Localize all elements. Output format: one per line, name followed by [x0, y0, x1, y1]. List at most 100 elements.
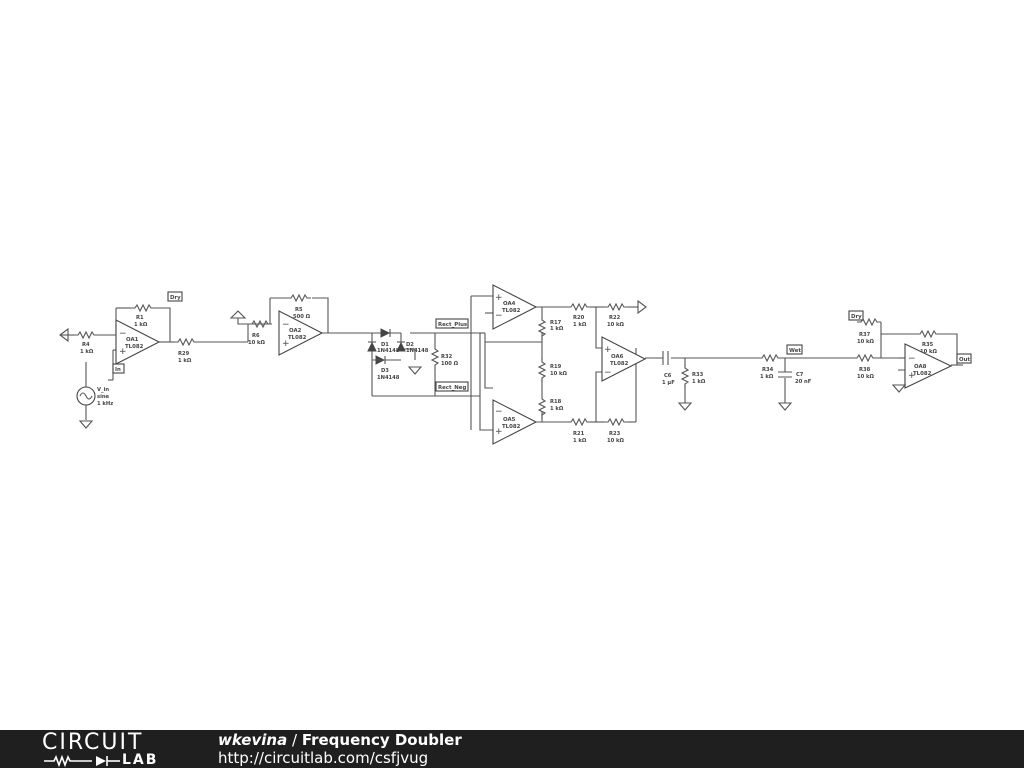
svg-text:Rect_Neg: Rect_Neg: [438, 385, 466, 391]
resistor-r19[interactable]: R19 10 kΩ: [538, 357, 567, 383]
d1-value: 1N4148: [377, 348, 400, 354]
r37-value: 10 kΩ: [857, 339, 874, 345]
r4-ref: R4: [82, 342, 90, 348]
resistor-r29[interactable]: R29 1 kΩ: [173, 338, 199, 364]
net-label-rect-neg[interactable]: Rect_Neg: [435, 381, 469, 392]
r1-value: 1 kΩ: [134, 322, 148, 328]
oa4-value: TL082: [502, 308, 521, 314]
diode-d2[interactable]: D2 1N4148: [396, 341, 429, 354]
port-arrow-icon: [637, 299, 647, 315]
circuitlab-logo[interactable]: CIRCUIT LAB: [42, 730, 182, 768]
r1-ref: R1: [136, 315, 144, 321]
svg-text:Wet: Wet: [789, 348, 801, 354]
resistor-r6[interactable]: R6 10 kΩ: [247, 320, 273, 346]
oa8-value: TL082: [913, 371, 932, 377]
oa6-value: TL082: [610, 361, 629, 367]
r23-ref: R23: [609, 431, 621, 437]
net-label-wet[interactable]: Wet: [786, 344, 803, 355]
oa5-ref: OA5: [503, 417, 516, 423]
r34-ref: R34: [762, 367, 774, 373]
c6-ref: C6: [664, 373, 672, 379]
d3-ref: D3: [381, 368, 389, 374]
r17-ref: R17: [550, 320, 562, 326]
svg-text:−: −: [908, 354, 916, 364]
r35-ref: R35: [922, 342, 934, 348]
oa1-ref: OA1: [126, 337, 139, 343]
net-label-dry-1[interactable]: Dry: [167, 291, 183, 302]
resistor-r33[interactable]: R33 1 kΩ: [681, 363, 706, 389]
ground-icon: [891, 384, 907, 393]
r17-value: 1 kΩ: [550, 326, 564, 332]
svg-text:In: In: [115, 367, 121, 373]
voltage-source-v-in[interactable]: V_in sine 1 kHz: [76, 386, 113, 407]
r22-value: 10 kΩ: [607, 322, 624, 328]
footer-bar: CIRCUIT LAB wkevina / Frequency Doubler …: [0, 730, 1024, 768]
author-link[interactable]: wkevina: [218, 731, 288, 749]
svg-text:+: +: [495, 427, 503, 437]
circuit-url-link[interactable]: http://circuitlab.com/csfjvug: [218, 749, 429, 767]
resistor-r20[interactable]: R20 1 kΩ: [566, 303, 592, 328]
ground-symbols: [78, 310, 907, 429]
r21-value: 1 kΩ: [573, 438, 587, 444]
v-in-kind: sine: [97, 394, 110, 400]
svg-text:−: −: [495, 407, 503, 417]
svg-text:+: +: [119, 347, 127, 357]
r38-ref: R38: [859, 367, 871, 373]
resistor-r35[interactable]: R35 10 kΩ: [915, 330, 941, 355]
ground-icon: [677, 402, 693, 411]
svg-text:Dry: Dry: [851, 314, 862, 320]
capacitor-c6[interactable]: C6 1 µF: [662, 351, 675, 386]
opamp-oa5[interactable]: − + OA5 TL082: [492, 399, 538, 445]
net-label-dry-2[interactable]: Dry: [848, 310, 864, 321]
r4-value: 1 kΩ: [80, 349, 94, 355]
r38-value: 10 kΩ: [857, 374, 874, 380]
svg-text:−: −: [604, 368, 612, 378]
resistor-r5[interactable]: R5 500 Ω: [286, 294, 312, 320]
opamp-oa6[interactable]: + − OA6 TL082: [601, 336, 647, 382]
net-label-rect-plus[interactable]: Rect_Plus: [435, 318, 469, 329]
net-label-in[interactable]: In: [112, 363, 125, 374]
c6-value: 1 µF: [662, 380, 675, 386]
r20-ref: R20: [573, 315, 585, 321]
resistor-r22[interactable]: R22 10 kΩ: [603, 303, 629, 328]
opamp-oa2[interactable]: − + OA2 TL082: [278, 310, 324, 356]
r33-ref: R33: [692, 372, 704, 378]
resistor-r37[interactable]: R37 10 kΩ: [856, 318, 882, 345]
oa5-value: TL082: [502, 424, 521, 430]
svg-text:Dry: Dry: [170, 295, 181, 301]
resistor-r18[interactable]: R18 1 kΩ: [538, 394, 564, 420]
r23-value: 10 kΩ: [607, 438, 624, 444]
svg-text:Rect_Plus: Rect_Plus: [438, 322, 467, 328]
resistor-r4[interactable]: R4 1 kΩ: [73, 331, 99, 355]
resistor-r21[interactable]: R21 1 kΩ: [566, 418, 592, 444]
logo-top-text: CIRCUIT: [42, 730, 144, 755]
c7-value: 20 nF: [795, 379, 812, 385]
resistor-r32[interactable]: R32 100 Ω: [431, 344, 459, 370]
r33-value: 1 kΩ: [692, 379, 706, 385]
resistor-r1[interactable]: R1 1 kΩ: [130, 304, 156, 328]
svg-text:−: −: [119, 329, 127, 339]
diode-d3[interactable]: D3 1N4148: [367, 341, 401, 381]
v-in-freq: 1 kHz: [97, 401, 113, 407]
diode-d1[interactable]: D1 1N4148: [377, 328, 400, 354]
r18-value: 1 kΩ: [550, 406, 564, 412]
circuit-title: Frequency Doubler: [301, 731, 462, 749]
ground-icon: [78, 420, 94, 429]
r37-ref: R37: [859, 332, 871, 338]
svg-text:+: +: [604, 345, 612, 355]
resistor-r38[interactable]: R38 10 kΩ: [852, 354, 878, 380]
r35-value: 10 kΩ: [920, 349, 937, 355]
opamp-oa1[interactable]: − + OA1 TL082: [115, 319, 161, 365]
resistor-r23[interactable]: R23 10 kΩ: [603, 418, 629, 444]
net-label-out[interactable]: Out: [956, 353, 972, 364]
opamp-oa4[interactable]: + − OA4 TL082: [492, 284, 538, 330]
byline: wkevina / Frequency Doubler: [218, 731, 462, 749]
svg-text:+: +: [495, 293, 503, 303]
svg-text:−: −: [282, 320, 290, 330]
resistor-r17[interactable]: R17 1 kΩ: [538, 315, 564, 341]
opamp-oa8[interactable]: − + OA8 TL082: [904, 343, 953, 389]
r21-ref: R21: [573, 431, 585, 437]
capacitor-c7[interactable]: C7 20 nF: [778, 371, 812, 385]
resistor-r34[interactable]: R34 1 kΩ: [757, 354, 783, 380]
oa1-value: TL082: [125, 344, 144, 350]
